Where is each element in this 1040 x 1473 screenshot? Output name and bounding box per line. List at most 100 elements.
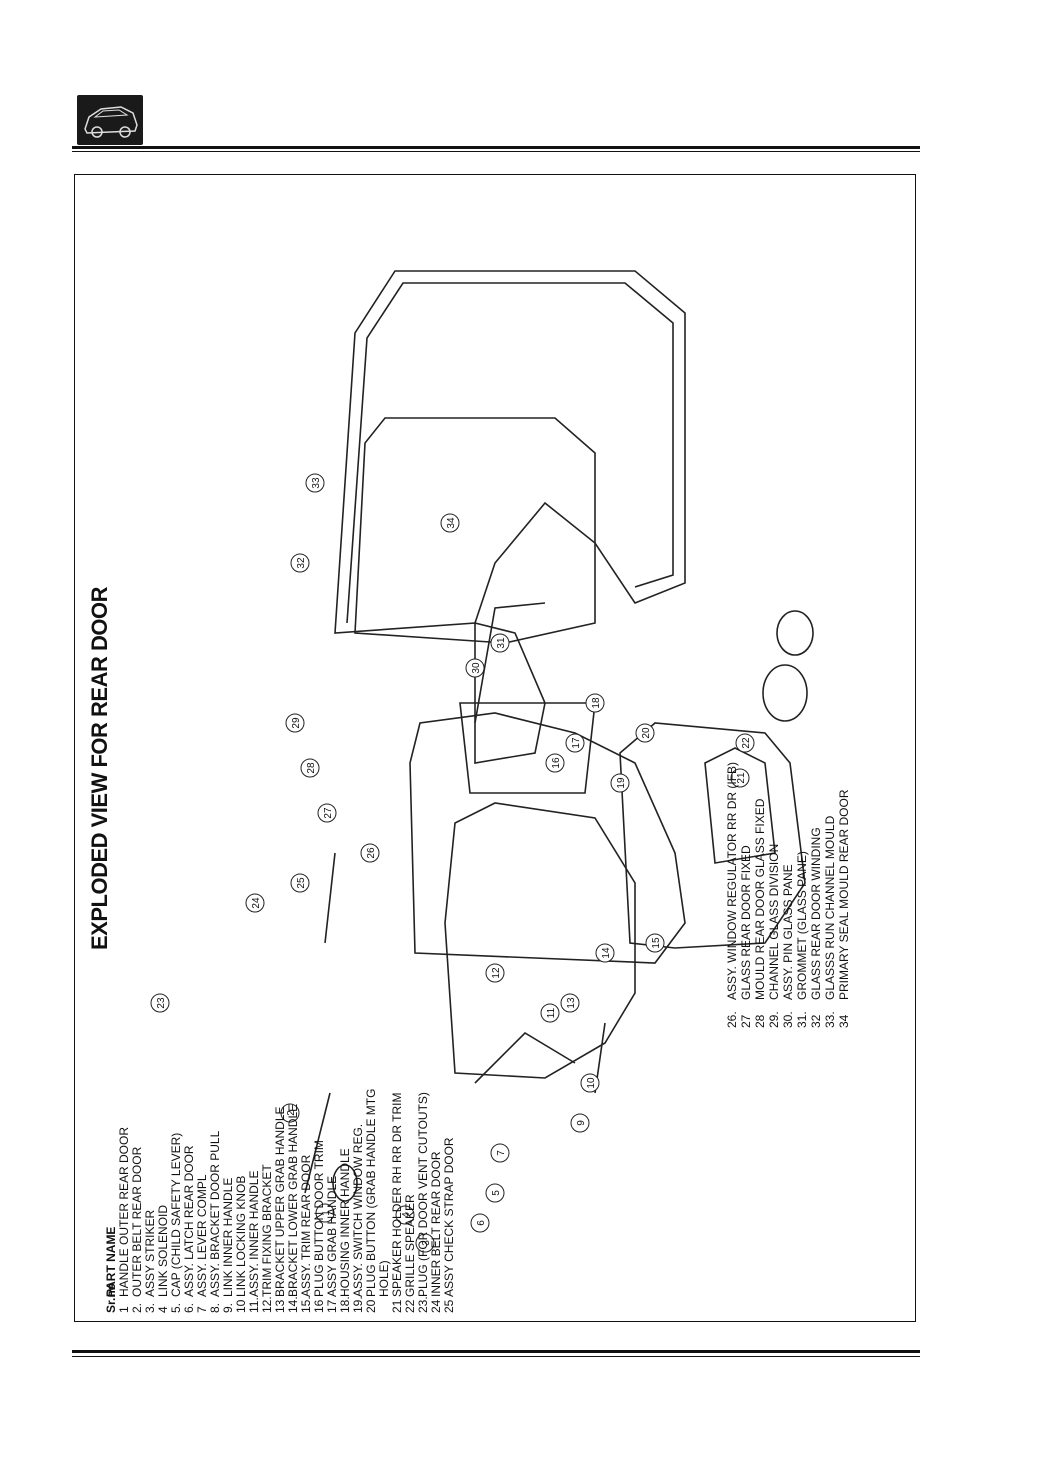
callout-12: 12 xyxy=(485,963,505,983)
part-number: 25 xyxy=(442,1299,456,1313)
car-logo-icon xyxy=(77,95,143,145)
callout-18: 18 xyxy=(585,693,605,713)
callout-5: 5 xyxy=(485,1183,505,1203)
part-name: ASSY. WINDOW REGULATOR RR DR (IFB) xyxy=(725,761,739,1000)
svg-text:24: 24 xyxy=(251,897,262,909)
part-name: PLUG BUTTON (GRAB HANDLE MTG HOLE) xyxy=(364,1088,391,1297)
callout-13: 13 xyxy=(560,993,580,1013)
door-outer-frame xyxy=(409,712,686,964)
part-number: 26. xyxy=(725,1011,739,1028)
callout-15: 15 xyxy=(645,933,665,953)
part-row: 26. ASSY. WINDOW REGULATOR RR DR (IFB) xyxy=(725,508,739,1028)
callout-32: 32 xyxy=(290,553,310,573)
run-channel-outline xyxy=(346,282,674,624)
svg-text:12: 12 xyxy=(491,967,502,979)
part-row: 28 MOULD REAR DOOR GLASS FIXED xyxy=(753,508,767,1028)
callout-25: 25 xyxy=(290,873,310,893)
rotated-page: 1 2 3 4 5 6 7 9 10 11 12 13 14 15 16 17 … xyxy=(75,175,917,1323)
part-name: GLASSS RUN CHANNEL MOULD xyxy=(823,815,837,1000)
part-number: 29. xyxy=(767,1011,781,1028)
svg-text:17: 17 xyxy=(571,737,582,749)
part-row: 31. GROMMET (GLASS PANE) xyxy=(795,508,809,1028)
fixed-glass-outline xyxy=(474,621,546,764)
callout-9: 9 xyxy=(570,1113,590,1133)
svg-text:23: 23 xyxy=(156,997,167,1009)
callout-3: 3 xyxy=(415,1233,435,1253)
door-glass-outline xyxy=(354,417,596,644)
svg-text:33: 33 xyxy=(311,477,322,489)
callout-27: 27 xyxy=(317,803,337,823)
footer-rule xyxy=(72,1350,920,1353)
armrest xyxy=(704,747,776,864)
speaker-holder xyxy=(762,664,808,722)
part-number: 28 xyxy=(753,1014,767,1028)
part-number: 30. xyxy=(781,1011,795,1028)
outer-belt xyxy=(304,1092,331,1194)
part-number: 33. xyxy=(823,1011,837,1028)
inner-belt xyxy=(324,852,336,944)
callout-24: 24 xyxy=(245,893,265,913)
diagram-frame: 1 2 3 4 5 6 7 9 10 11 12 13 14 15 16 17 … xyxy=(74,174,916,1322)
part-name: GLASS REAR DOOR WINDING xyxy=(809,827,823,1000)
part-row: 29.CHANNEL GLASS DIVISION xyxy=(767,508,781,1028)
callout-29: 29 xyxy=(285,713,305,733)
svg-text:16: 16 xyxy=(551,757,562,769)
svg-text:21: 21 xyxy=(736,772,747,784)
callout-14: 14 xyxy=(595,943,615,963)
part-row: 33. GLASSS RUN CHANNEL MOULD xyxy=(823,508,837,1028)
primary-seal-outline xyxy=(334,270,686,634)
callout-30: 30 xyxy=(465,658,485,678)
callout-34: 34 xyxy=(440,513,460,533)
door-inner-panel xyxy=(444,802,636,1079)
svg-text:30: 30 xyxy=(471,662,482,674)
glass-division-channel xyxy=(474,602,546,724)
svg-text:1: 1 xyxy=(321,1210,332,1216)
callout-26: 26 xyxy=(360,843,380,863)
part-number: 32 xyxy=(809,1014,823,1028)
part-name: ASSY. PIN GLASS PANE xyxy=(781,864,795,1000)
svg-text:5: 5 xyxy=(491,1190,502,1196)
svg-text:3: 3 xyxy=(421,1240,432,1246)
part-row: 32 GLASS REAR DOOR WINDING xyxy=(809,508,823,1028)
svg-text:20: 20 xyxy=(641,727,652,739)
svg-text:15: 15 xyxy=(651,937,662,949)
svg-text:2: 2 xyxy=(286,1110,297,1116)
svg-text:13: 13 xyxy=(566,997,577,1009)
callout-1: 1 xyxy=(315,1203,335,1223)
callout-20: 20 xyxy=(635,723,655,743)
svg-text:26: 26 xyxy=(366,847,377,859)
svg-text:9: 9 xyxy=(576,1120,587,1126)
callout-10: 10 xyxy=(580,1073,600,1093)
callout-22: 22 xyxy=(735,733,755,753)
svg-text:27: 27 xyxy=(323,807,334,819)
svg-text:6: 6 xyxy=(476,1220,487,1226)
callout-23: 23 xyxy=(150,993,170,1013)
speaker-grille xyxy=(776,610,814,656)
part-name: MOULD REAR DOOR GLASS FIXED xyxy=(753,798,767,1000)
part-name: GROMMET (GLASS PANE) xyxy=(795,851,809,1000)
callout-7: 7 xyxy=(490,1143,510,1163)
part-number: 31. xyxy=(795,1011,809,1028)
svg-text:14: 14 xyxy=(601,947,612,959)
outer-handle xyxy=(332,1164,358,1202)
callout-21: 21 xyxy=(730,768,750,788)
svg-text:32: 32 xyxy=(296,557,307,569)
part-number: 27 xyxy=(739,1014,753,1028)
callout-2: 2 xyxy=(280,1103,300,1123)
svg-text:25: 25 xyxy=(296,877,307,889)
part-row: 30. ASSY. PIN GLASS PANE xyxy=(781,508,795,1028)
door-trim-panel xyxy=(619,722,806,949)
footer-rule-thin xyxy=(72,1356,920,1357)
callout-16: 16 xyxy=(545,753,565,773)
svg-text:7: 7 xyxy=(496,1150,507,1156)
svg-text:22: 22 xyxy=(741,737,752,749)
header-rule-thin xyxy=(72,151,920,152)
exploded-view-drawing: 1 2 3 4 5 6 7 9 10 11 12 13 14 15 16 17 … xyxy=(150,270,814,1253)
svg-text:28: 28 xyxy=(306,762,317,774)
callout-17: 17 xyxy=(565,733,585,753)
svg-text:29: 29 xyxy=(291,717,302,729)
